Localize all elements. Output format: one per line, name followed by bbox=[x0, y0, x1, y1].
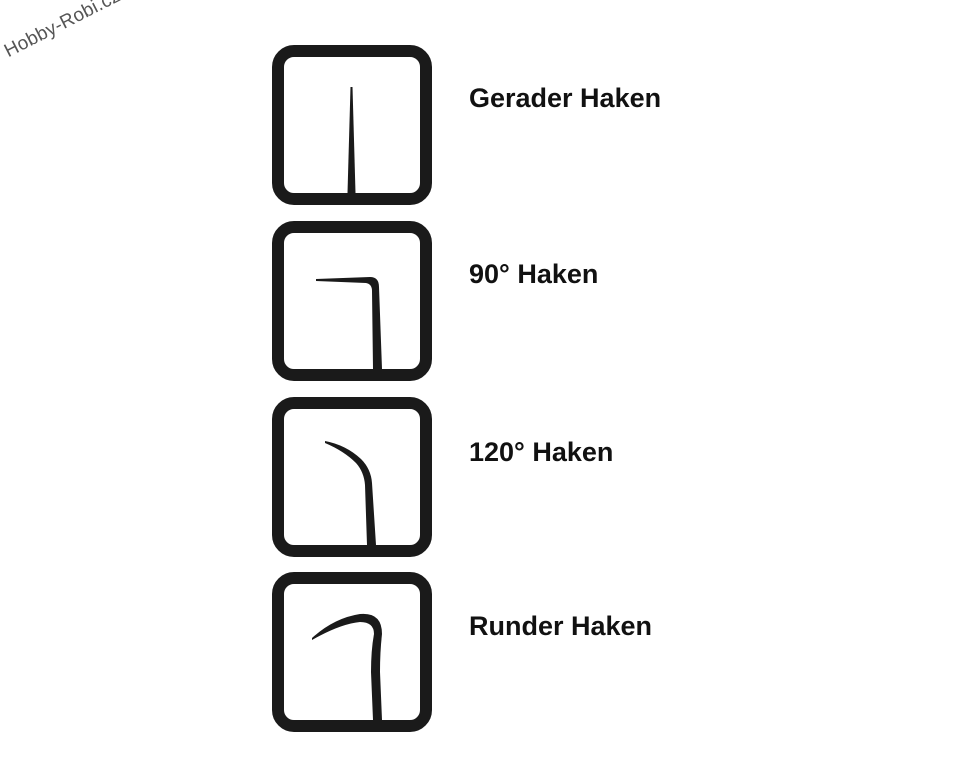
hook-option-straight: Gerader Haken bbox=[0, 45, 968, 205]
hook-label-90-degree: 90° Haken bbox=[469, 259, 599, 289]
hook-120-degree-icon bbox=[272, 397, 432, 557]
hook-label-120-degree: 120° Haken bbox=[469, 437, 614, 467]
hook-option-120-degree: 120° Haken bbox=[0, 397, 968, 557]
hook-label-straight: Gerader Haken bbox=[469, 83, 662, 113]
straight-hook-icon bbox=[272, 45, 432, 205]
hook-label-round: Runder Haken bbox=[469, 611, 653, 641]
hook-90-degree-icon bbox=[272, 221, 432, 381]
hook-option-90-degree: 90° Haken bbox=[0, 221, 968, 381]
hook-option-round: Runder Haken bbox=[0, 572, 968, 732]
round-hook-icon bbox=[272, 572, 432, 732]
